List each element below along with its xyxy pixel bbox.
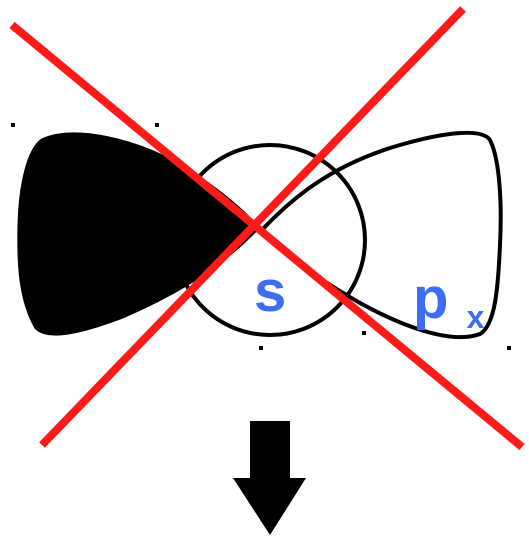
s-orbital-label: s bbox=[254, 259, 286, 324]
handle-dot bbox=[11, 123, 15, 127]
arrow-down-icon bbox=[233, 421, 306, 535]
p-orbital-positive-lobe bbox=[260, 133, 501, 337]
p-orbital-label-main: p bbox=[413, 266, 448, 331]
handle-dot bbox=[259, 346, 263, 350]
p-orbital-label-subscript: x bbox=[467, 299, 485, 335]
handle-dot bbox=[507, 346, 511, 350]
handle-dot bbox=[155, 123, 159, 127]
p-orbital-negative-lobe bbox=[19, 134, 258, 334]
p-orbital-label: p x bbox=[413, 266, 485, 335]
handle-dot bbox=[362, 331, 366, 335]
